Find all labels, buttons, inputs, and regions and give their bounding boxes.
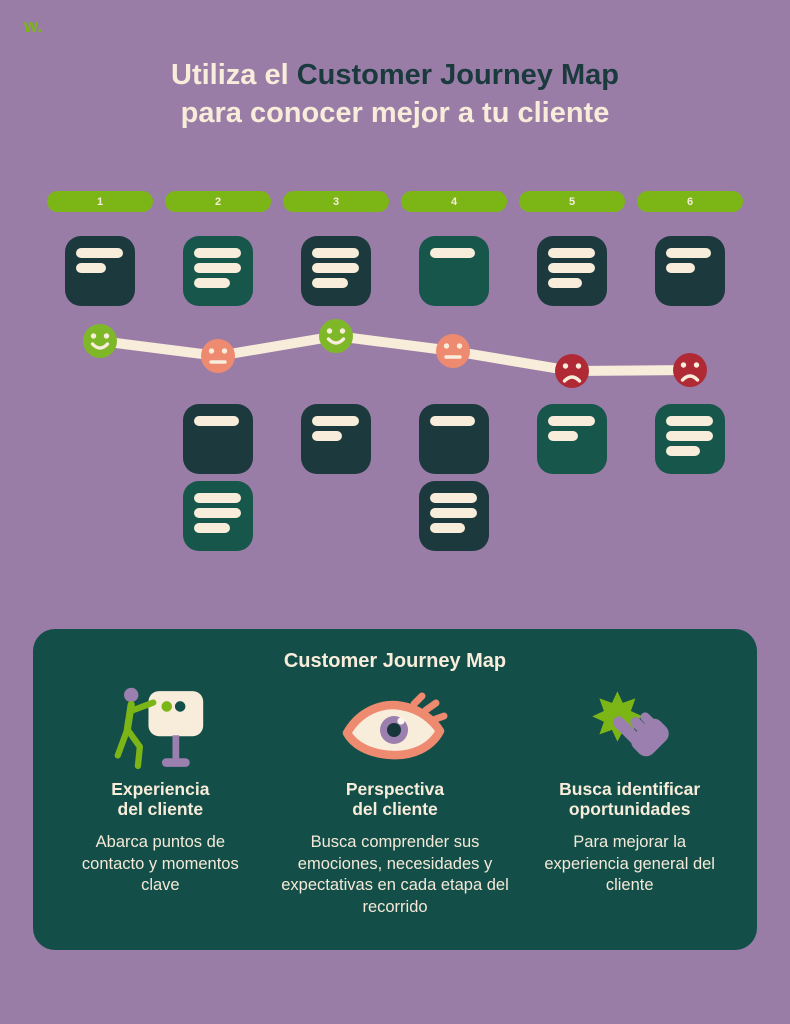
text-line-bar xyxy=(194,248,241,258)
card-title: Customer Journey Map xyxy=(283,650,507,672)
note-card-r1c6 xyxy=(655,236,725,306)
text-line-bar xyxy=(194,508,241,518)
text-line-bar xyxy=(312,431,342,441)
step-pill-6: 6 xyxy=(637,191,743,212)
note-card-r1c1 xyxy=(65,236,135,306)
column-body: Abarca puntos de contacto y momentos cla… xyxy=(81,833,239,894)
mood-face-sad-icon-step6 xyxy=(673,353,707,387)
text-line-bar xyxy=(312,248,359,258)
tap-opportunity-icon xyxy=(512,679,747,779)
mood-face-sad-icon-step5 xyxy=(555,354,589,388)
step-pill-5: 5 xyxy=(519,191,625,212)
step-pill-1: 1 xyxy=(47,191,153,212)
mood-face-happy-icon-step3 xyxy=(319,319,353,353)
text-line-bar xyxy=(666,416,713,426)
mood-face-neutral-icon-step4 xyxy=(436,334,470,368)
text-line-bar xyxy=(194,493,241,503)
note-card-r3c4 xyxy=(419,481,489,551)
brand-logo: w. xyxy=(24,16,43,36)
text-line-bar xyxy=(312,416,359,426)
text-line-bar xyxy=(548,416,595,426)
text-line-bar xyxy=(666,263,695,273)
text-line-bar xyxy=(548,431,578,441)
note-card-r1c2 xyxy=(183,236,253,306)
note-card-r1c3 xyxy=(301,236,371,306)
summary-card: Customer Journey Map xyxy=(33,629,757,950)
text-line-bar xyxy=(430,493,477,503)
mood-face-happy-icon-step1 xyxy=(83,324,117,358)
text-line-bar xyxy=(666,431,713,441)
text-line-bar xyxy=(430,416,475,426)
title-prefix: Utiliza el xyxy=(171,59,297,91)
step-pill-2: 2 xyxy=(165,191,271,212)
column-body: Para mejorar la experiencia general del … xyxy=(544,833,715,894)
note-card-r1c5 xyxy=(537,236,607,306)
text-line-bar xyxy=(312,278,348,288)
title-line1: Utiliza el Customer Journey Map xyxy=(0,56,790,94)
text-line-bar xyxy=(430,523,465,533)
text-line-bar xyxy=(548,278,582,288)
note-card-r3c2 xyxy=(183,481,253,551)
text-line-bar xyxy=(194,416,239,426)
text-line-bar xyxy=(312,263,359,273)
note-card-r2c5 xyxy=(537,404,607,474)
text-line-bar xyxy=(194,278,230,288)
eye-icon xyxy=(278,679,513,779)
presentation-icon xyxy=(43,679,278,779)
text-line-bar xyxy=(76,248,123,258)
text-line-bar xyxy=(194,523,230,533)
note-card-r2c6 xyxy=(655,404,725,474)
text-line-bar xyxy=(430,508,477,518)
note-card-r1c4 xyxy=(419,236,489,306)
note-card-r2c4 xyxy=(419,404,489,474)
step-pill-3: 3 xyxy=(283,191,389,212)
text-line-bar xyxy=(430,248,475,258)
journey-polyline xyxy=(95,331,695,376)
text-line-bar xyxy=(548,263,595,273)
text-line-bar xyxy=(666,446,700,456)
text-line-bar xyxy=(548,248,595,258)
title-line2: para conocer mejor a tu cliente xyxy=(180,97,610,129)
mood-face-neutral-icon-step2 xyxy=(201,339,235,373)
text-line-bar xyxy=(194,263,241,273)
text-line-bar xyxy=(76,263,106,273)
step-pill-4: 4 xyxy=(401,191,507,212)
note-card-r2c2 xyxy=(183,404,253,474)
page-title: Utiliza el Customer Journey Map para con… xyxy=(0,56,790,132)
title-highlight: Customer Journey Map xyxy=(296,59,619,91)
text-line-bar xyxy=(666,248,711,258)
note-card-r2c3 xyxy=(301,404,371,474)
column-body: Busca comprender sus emociones, necesida… xyxy=(281,833,509,916)
